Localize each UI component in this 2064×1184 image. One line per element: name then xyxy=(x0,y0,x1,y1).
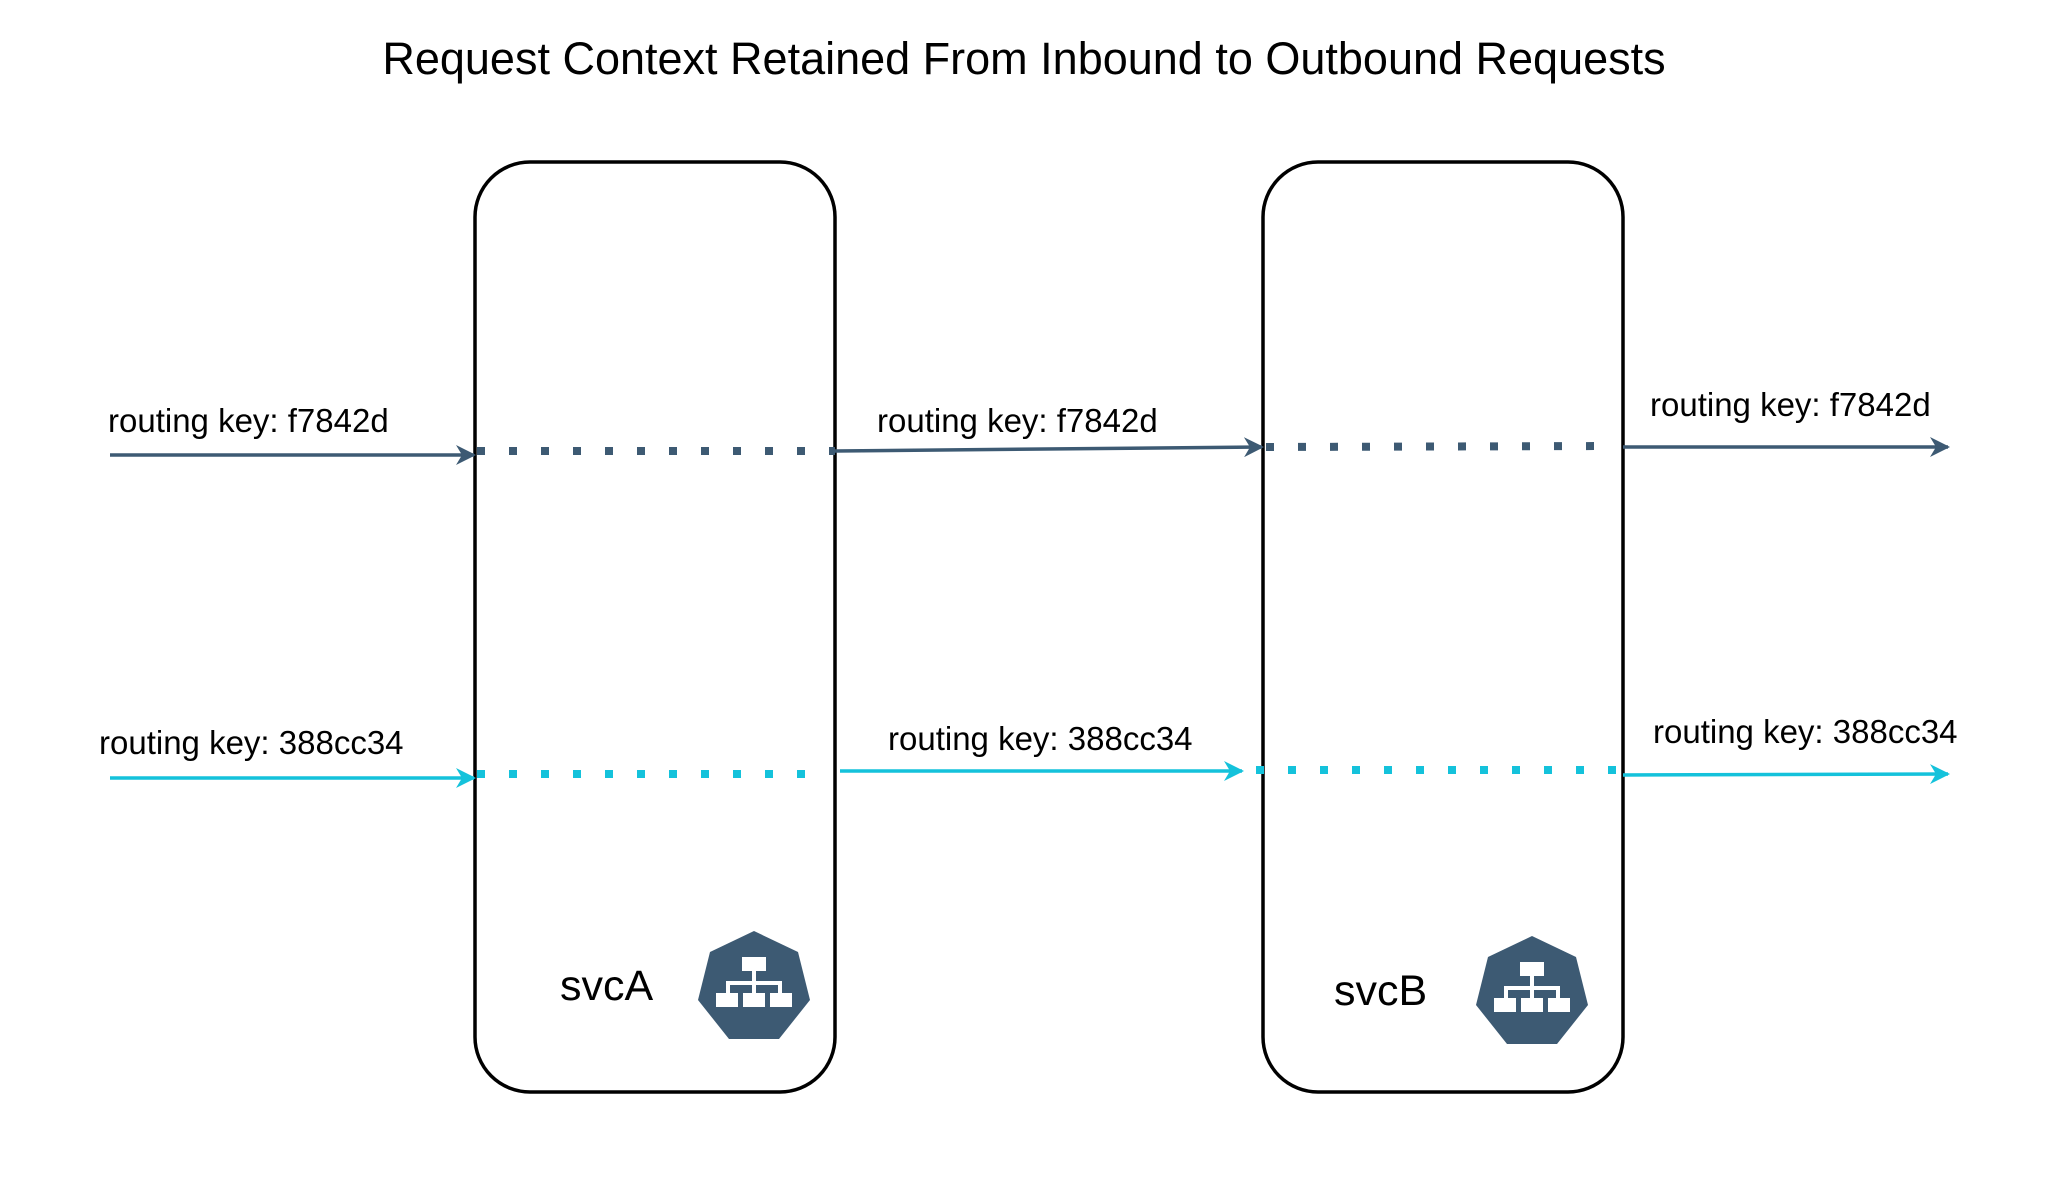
svca-to-svcb-arrow-f7842d xyxy=(834,437,1264,458)
service-name-svcb: svcB xyxy=(1334,967,1427,1015)
service-box-svca xyxy=(473,160,837,1094)
inbound-label-388cc34: routing key: 388cc34 xyxy=(99,724,404,761)
service-box-svcb xyxy=(1261,160,1625,1094)
outbound-arrow-388cc34 xyxy=(1622,764,1950,785)
network-hierarchy-icon xyxy=(698,931,810,1039)
between-label-f7842d: routing key: f7842d xyxy=(877,402,1158,439)
between-label-388cc34: routing key: 388cc34 xyxy=(888,720,1193,757)
inbound-label-f7842d: routing key: f7842d xyxy=(108,402,389,439)
network-hierarchy-icon xyxy=(1476,936,1588,1044)
diagram-title: Request Context Retained From Inbound to… xyxy=(382,33,1665,84)
outbound-label-388cc34: routing key: 388cc34 xyxy=(1653,713,1958,750)
service-name-svca: svcA xyxy=(560,962,654,1010)
outbound-label-f7842d: routing key: f7842d xyxy=(1650,386,1931,423)
